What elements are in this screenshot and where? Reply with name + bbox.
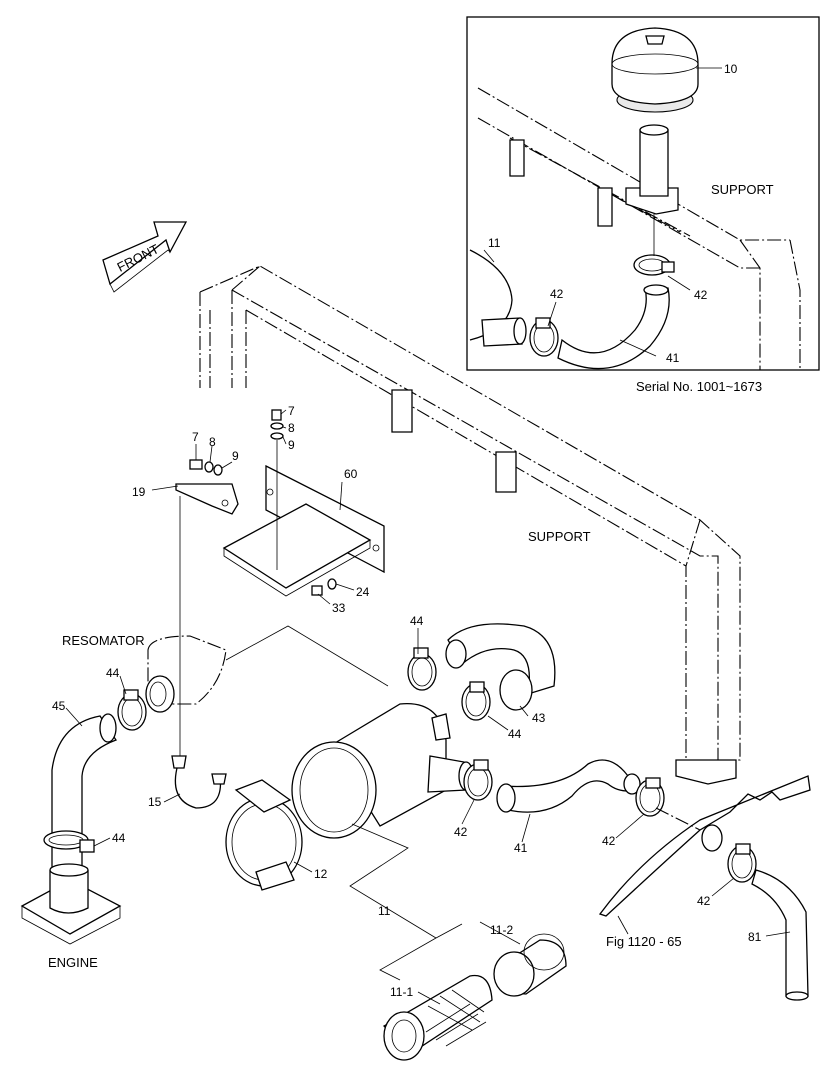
part-number: 10 — [724, 62, 738, 76]
pipe-81 — [751, 869, 809, 1001]
part-number: 42 — [697, 894, 711, 908]
part-number: 42 — [694, 288, 708, 302]
part-number: 43 — [532, 711, 546, 725]
engine-base — [20, 863, 122, 945]
mounting-bracket-60 — [222, 464, 385, 597]
part-number: 15 — [148, 795, 162, 809]
resomator-label: RESOMATOR — [62, 633, 145, 648]
elbow-43 — [445, 623, 556, 711]
part-number: 41 — [666, 351, 680, 365]
part-number: 11 — [488, 236, 501, 250]
part-number: 12 — [314, 867, 328, 881]
part-number: 11 — [378, 904, 391, 918]
part-number: 44 — [508, 727, 522, 741]
support-frame — [199, 265, 741, 785]
part-number: 44 — [112, 831, 126, 845]
part-number: 8 — [288, 421, 295, 435]
engine-label: ENGINE — [48, 955, 98, 970]
part-number: 42 — [602, 834, 616, 848]
part-number: 9 — [232, 449, 239, 463]
part-number: 81 — [748, 930, 762, 944]
part-number: 60 — [344, 467, 358, 481]
support-inset-label: SUPPORT — [711, 182, 774, 197]
part-number: 11-2 — [490, 923, 513, 937]
part-number: 9 — [288, 438, 295, 452]
part-number: 33 — [332, 601, 346, 615]
part-number: 44 — [106, 666, 120, 680]
part-number: 8 — [209, 435, 216, 449]
part-number: 7 — [288, 404, 295, 418]
clamp-42-b — [635, 777, 665, 817]
front-arrow — [102, 221, 188, 293]
part-number: 41 — [514, 841, 528, 855]
fender-panel — [598, 775, 811, 917]
clamp-42-c — [727, 843, 757, 883]
clamp-44-d — [43, 830, 95, 853]
part-number: 45 — [52, 699, 66, 713]
air-cleaner-11 — [291, 703, 474, 839]
clamp-44-b — [407, 647, 437, 691]
strap-15 — [171, 496, 227, 809]
part-number: 42 — [550, 287, 564, 301]
clamp-44-a — [117, 689, 147, 731]
outer-element-11-1 — [382, 974, 493, 1061]
inner-element-11-2 — [493, 933, 567, 997]
filter-cap-10 — [611, 27, 699, 113]
elbow-hose-45 — [51, 713, 117, 869]
part-number: 19 — [132, 485, 146, 499]
mount-band-12 — [225, 779, 303, 891]
leader-lines — [65, 67, 791, 1005]
part-number: 7 — [192, 430, 199, 444]
clamp-44-c — [461, 681, 491, 721]
clamp-42-a — [463, 759, 493, 801]
part-number: 24 — [356, 585, 370, 599]
bracket-19 — [175, 483, 239, 515]
inset-panel — [466, 16, 820, 371]
serial-label: Serial No. 1001~1673 — [636, 379, 762, 394]
bolt-set — [189, 409, 337, 596]
fig-reference-label: Fig 1120 - 65 — [606, 934, 682, 949]
hose-41 — [496, 759, 642, 813]
part-number: 11-1 — [390, 985, 413, 999]
part-number: 42 — [454, 825, 468, 839]
resonator — [145, 625, 389, 713]
part-number: 44 — [410, 614, 424, 628]
support-main-label: SUPPORT — [528, 529, 591, 544]
